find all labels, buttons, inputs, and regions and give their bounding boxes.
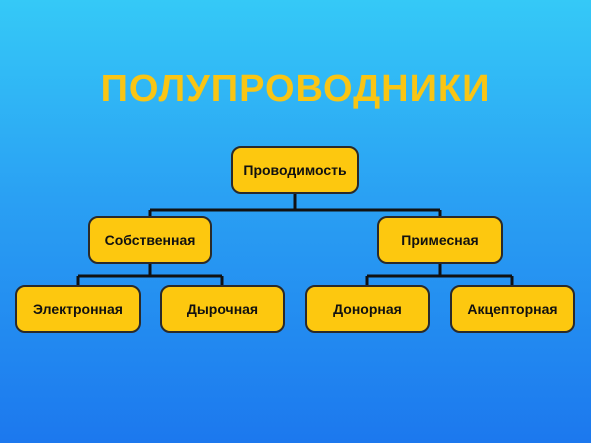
- node-electron: Электронная: [15, 285, 141, 333]
- slide-title: ПОЛУПРОВОДНИКИ: [100, 68, 491, 110]
- node-intrinsic: Собственная: [88, 216, 212, 264]
- node-impurity: Примесная: [377, 216, 503, 264]
- node-conductivity: Проводимость: [231, 146, 359, 194]
- node-hole: Дырочная: [160, 285, 285, 333]
- node-acceptor: Акцепторная: [450, 285, 575, 333]
- node-donor: Донорная: [305, 285, 430, 333]
